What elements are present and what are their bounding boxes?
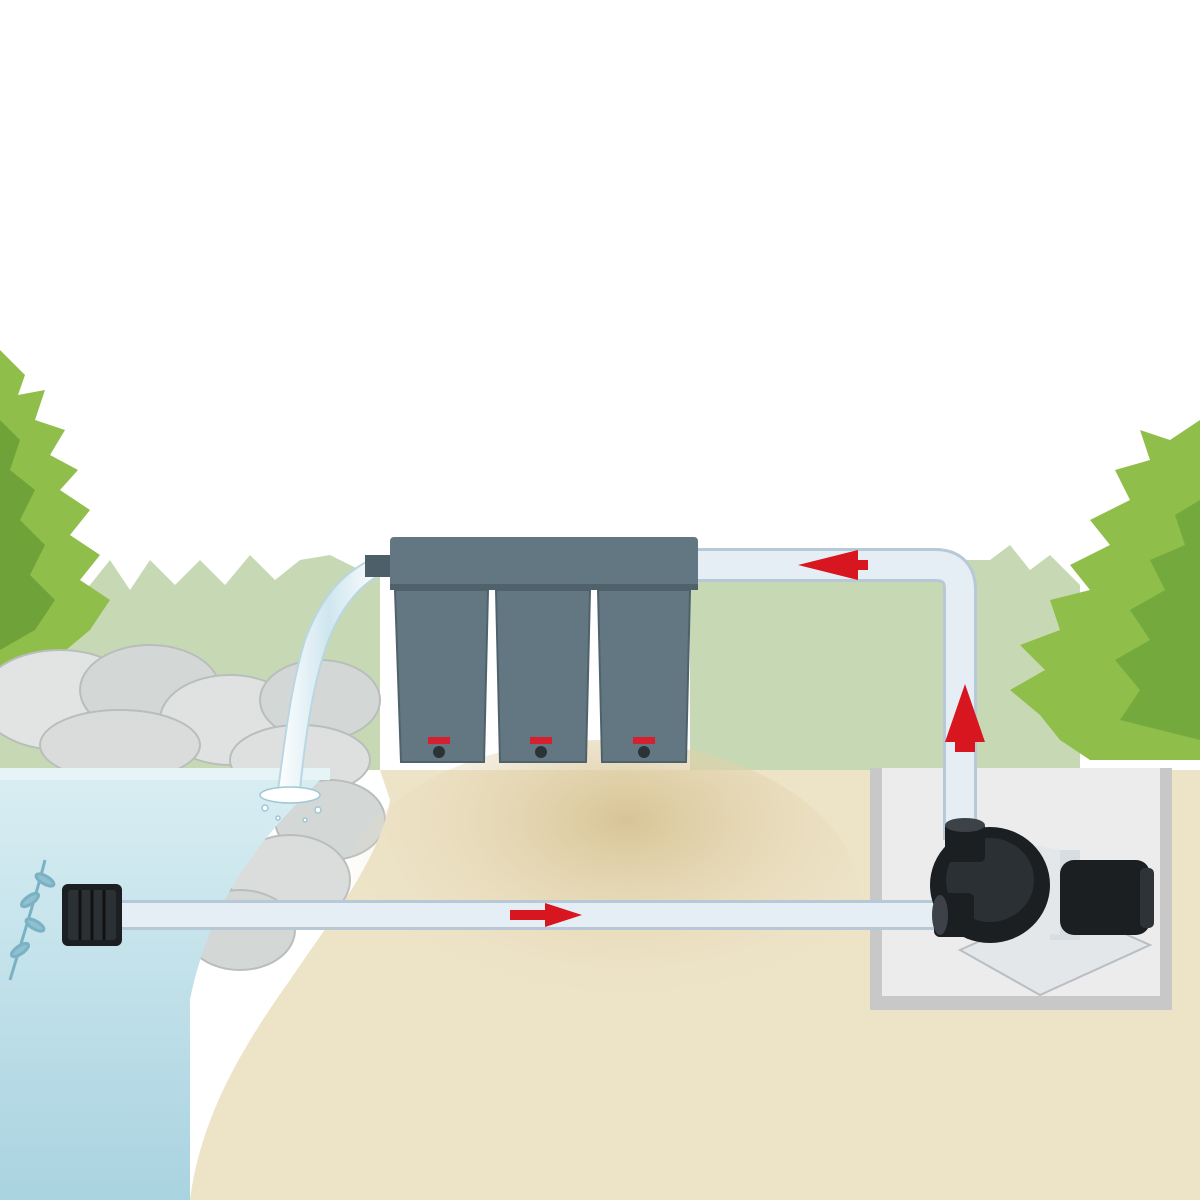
right-bush-shade bbox=[1115, 500, 1200, 740]
water-plant bbox=[8, 859, 56, 981]
filter-lid bbox=[390, 537, 698, 589]
pond-surface bbox=[0, 768, 330, 780]
filter-lid-rim bbox=[390, 584, 698, 590]
left-bush-shade bbox=[0, 420, 55, 650]
intake-strainer-icon bbox=[62, 884, 122, 946]
three-chamber-filter-icon bbox=[365, 537, 698, 763]
filter-chamber-2 bbox=[494, 589, 592, 763]
return-pipe bbox=[698, 548, 977, 840]
pond-water bbox=[0, 770, 330, 1200]
splash bbox=[259, 786, 322, 823]
drain-valve-icon bbox=[428, 737, 655, 758]
filter-chamber-3 bbox=[596, 589, 692, 763]
pump-icon bbox=[930, 818, 1154, 997]
pump-outlet bbox=[945, 822, 985, 862]
filter-outlet-spout bbox=[365, 555, 395, 577]
flow-arrow-left-icon bbox=[798, 550, 868, 580]
filter-chamber-1 bbox=[393, 589, 490, 763]
flow-arrow-right-icon bbox=[510, 903, 582, 927]
flow-arrow-up-icon bbox=[945, 684, 985, 752]
